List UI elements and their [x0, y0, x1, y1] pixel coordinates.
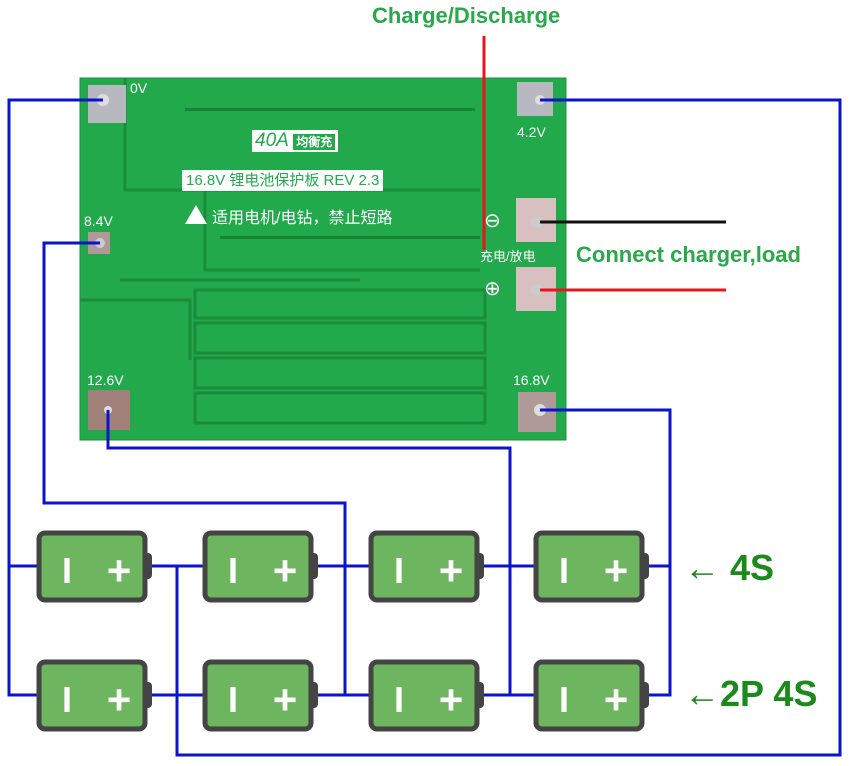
- battery-positive-mark: +: [439, 547, 464, 594]
- board-model: 16.8V 锂电池保护板 REV 2.3: [182, 170, 384, 191]
- pad-label-12-6v: 12.6V: [87, 372, 124, 388]
- battery-positive-mark: +: [107, 547, 132, 594]
- pad-label-4-2v: 4.2V: [517, 124, 546, 140]
- charge-discharge-title: Charge/Discharge: [372, 3, 561, 28]
- battery-cell: I +: [202, 659, 318, 732]
- battery-cell: I +: [36, 530, 152, 603]
- battery-positive-mark: +: [273, 676, 298, 723]
- battery-positive-mark: +: [273, 547, 298, 594]
- battery-positive-mark: +: [107, 676, 132, 723]
- badge-current: 40A: [255, 130, 289, 151]
- battery-negative-mark: I: [62, 550, 72, 591]
- battery-negative-mark: I: [559, 679, 569, 720]
- charge-port-label: 充电/放电: [480, 249, 536, 264]
- row-label-4s: ← 4S: [684, 547, 775, 588]
- row-label-2p4s: ←2P 4S: [684, 673, 818, 714]
- battery-cell: I +: [533, 659, 649, 732]
- wires: [7, 98, 842, 757]
- battery-cell: I +: [202, 530, 318, 603]
- minus-symbol: ⊖: [484, 210, 501, 232]
- battery-negative-mark: I: [394, 550, 404, 591]
- battery-positive-mark: +: [439, 676, 464, 723]
- battery-cell: I +: [368, 659, 484, 732]
- board-warning: 适用电机/电钻，禁止短路: [212, 210, 393, 227]
- warning-icon: [185, 205, 207, 224]
- wire-16-8v: [540, 408, 672, 697]
- battery-cell: I +: [368, 530, 484, 603]
- connect-charger-load-label: Connect charger,load: [576, 242, 801, 267]
- pad-label-0v: 0V: [130, 80, 148, 96]
- battery-negative-mark: I: [559, 550, 569, 591]
- battery-negative-mark: I: [62, 679, 72, 720]
- battery-positive-mark: +: [604, 676, 629, 723]
- battery-negative-mark: I: [228, 550, 238, 591]
- battery-cell: I +: [36, 659, 152, 732]
- pad-label-16-8v: 16.8V: [513, 372, 550, 388]
- battery-negative-mark: I: [394, 679, 404, 720]
- battery-negative-mark: I: [228, 679, 238, 720]
- battery-cell: I +: [533, 530, 649, 603]
- plus-symbol: ⊕: [484, 278, 501, 300]
- pcb-via-dots: [185, 108, 480, 239]
- wire-0v: [7, 98, 103, 697]
- current-badge: 40A 均衡充: [252, 130, 339, 152]
- battery-positive-mark: +: [604, 547, 629, 594]
- wire-12-6v: [106, 410, 512, 695]
- wire-4-2v: [175, 98, 842, 757]
- pcb-pads: [88, 82, 556, 432]
- badge-cn: 均衡充: [293, 134, 336, 150]
- batteries: I + I + I + I + I + I + I + I +: [36, 530, 649, 732]
- pad-label-8-4v: 8.4V: [84, 213, 113, 229]
